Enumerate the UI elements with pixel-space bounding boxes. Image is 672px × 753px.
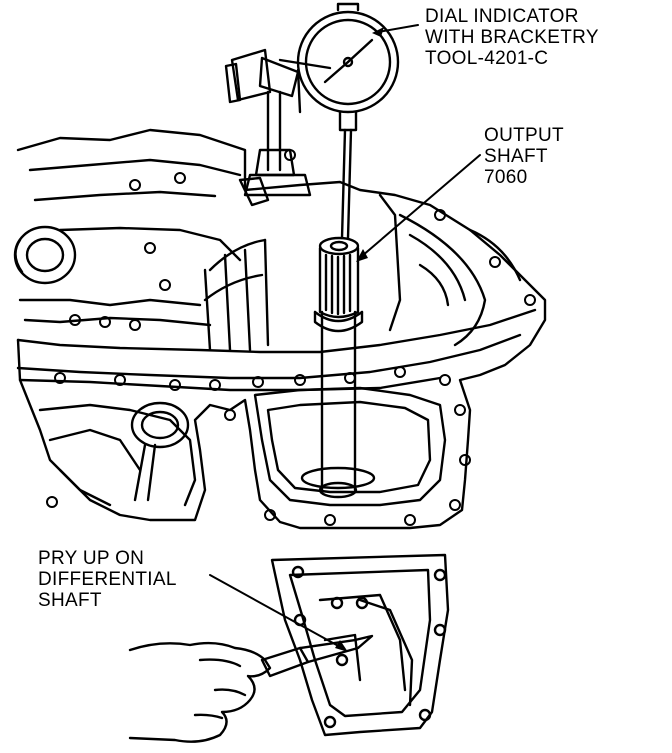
pry-detail-inset: [270, 553, 450, 737]
case-bolts: [46, 149, 536, 526]
pry-up-line-2: DIFFERENTIAL: [38, 569, 177, 590]
output-shaft-line-2: SHAFT: [484, 146, 548, 167]
output-shaft-callout: OUTPUT SHAFT 7060: [484, 125, 564, 188]
output-shaft-leader: [361, 154, 481, 257]
pry-up-leader: [209, 574, 343, 649]
pry-up-callout: PRY UP ON DIFFERENTIAL SHAFT: [38, 548, 177, 611]
pry-up-line-3: SHAFT: [38, 590, 102, 611]
pry-up-line-1: PRY UP ON: [38, 548, 145, 569]
dial-indicator-line-1: DIAL INDICATOR: [425, 6, 579, 27]
dial-indicator-leader: [377, 24, 419, 33]
output-shaft: [300, 236, 376, 499]
dial-indicator-line-3: TOOL-4201-C: [425, 48, 549, 69]
hand-with-screwdriver: [128, 634, 374, 743]
dial-indicator-tool: [224, 2, 400, 240]
output-shaft-line-3: 7060: [484, 167, 528, 188]
leader-lines: [209, 24, 481, 649]
transaxle-case: [13, 128, 547, 530]
axle-seal: [130, 401, 190, 502]
leader-arrowheads: [335, 27, 384, 652]
dial-indicator-callout: DIAL INDICATOR WITH BRACKETRY TOOL-4201-…: [425, 6, 599, 69]
output-shaft-line-1: OUTPUT: [484, 125, 564, 146]
dial-indicator-line-2: WITH BRACKETRY: [425, 27, 599, 48]
